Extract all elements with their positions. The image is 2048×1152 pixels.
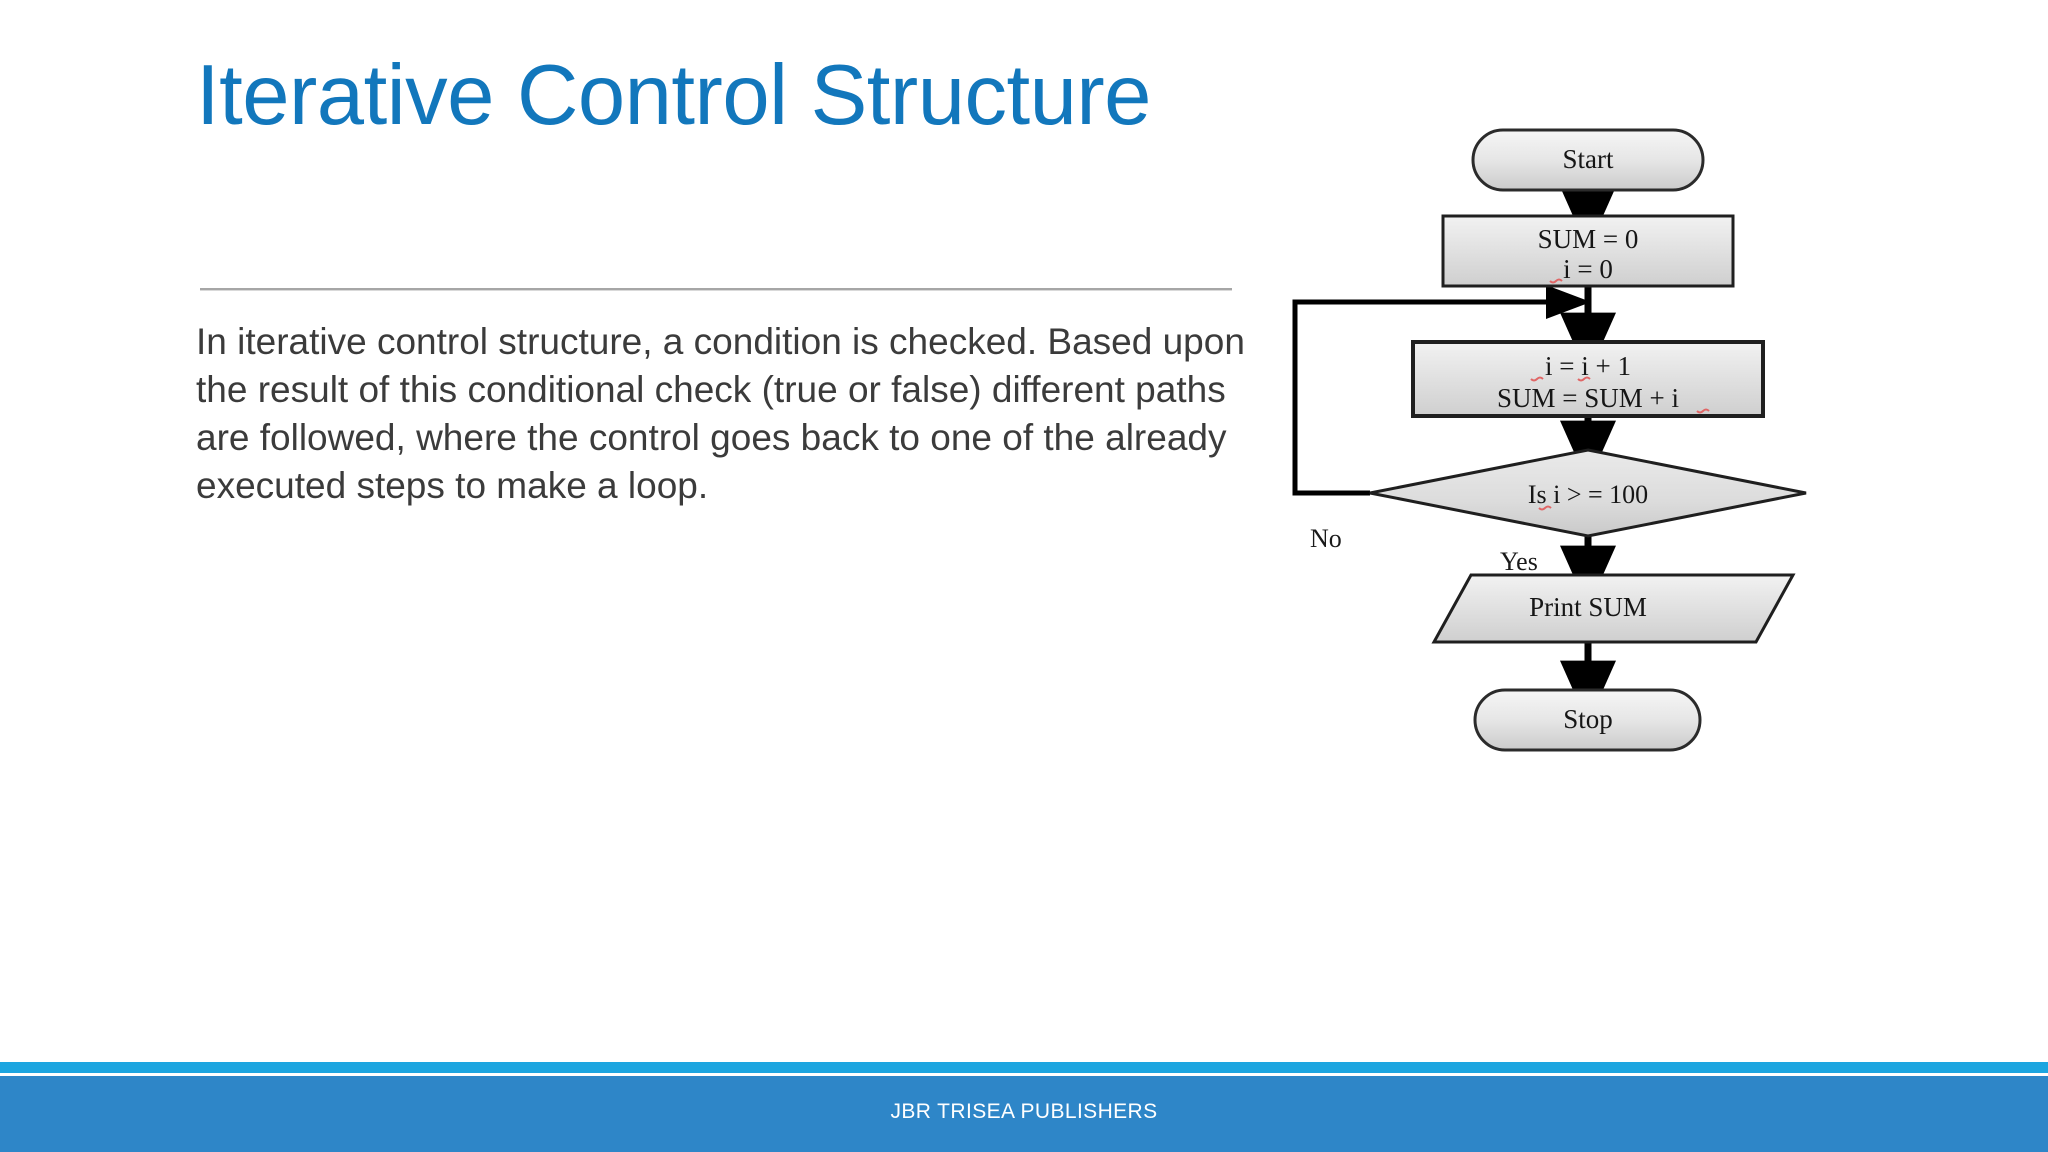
flowchart-accumulate-line2: SUM = SUM + i (1497, 383, 1679, 413)
footer-accent-strip (0, 1062, 2048, 1073)
flowchart-init-line2: i = 0 (1563, 254, 1613, 284)
flowchart-start-label: Start (1563, 144, 1614, 174)
flowchart-node-stop: Stop (1473, 688, 1702, 752)
flowchart-init-line1: SUM = 0 (1538, 224, 1639, 254)
flowchart-node-init: SUM = 0 i = 0 (1441, 214, 1735, 288)
flowchart-edge-label-no: No (1310, 524, 1342, 553)
flowchart-node-print: Print SUM (1431, 573, 1796, 644)
spellcheck-squiggle-icon (1549, 278, 1563, 284)
flowchart-diagram: Start SUM = 0 i = 0 i = i + 1 SUM = SUM … (1288, 120, 1868, 1010)
spellcheck-squiggle-icon (1530, 376, 1544, 382)
title-divider (200, 288, 1232, 291)
flowchart-print-label: Print SUM (1529, 592, 1647, 622)
flowchart-accumulate-line1: i = i + 1 (1545, 351, 1631, 381)
body-paragraph: In iterative control structure, a condit… (196, 321, 1245, 506)
flowchart-node-accumulate: i = i + 1 SUM = SUM + i (1411, 340, 1765, 418)
page-title: Iterative Control Structure (196, 48, 1151, 143)
flowchart-node-start: Start (1471, 128, 1705, 192)
flowchart-node-decision: Is i > = 100 (1369, 448, 1807, 538)
footer-bar (0, 1076, 2048, 1152)
flowchart-edge-label-yes: Yes (1500, 547, 1538, 576)
flowchart-stop-label: Stop (1563, 704, 1613, 734)
flowchart-decision-label: Is i > = 100 (1528, 480, 1648, 509)
spellcheck-squiggle-icon (1577, 376, 1591, 382)
flowchart-connectors (1292, 186, 1616, 724)
footer-label: JBR TRISEA PUBLISHERS (890, 1100, 1158, 1123)
spellcheck-squiggle-icon (1538, 505, 1552, 511)
spellcheck-squiggle-icon (1696, 408, 1710, 414)
